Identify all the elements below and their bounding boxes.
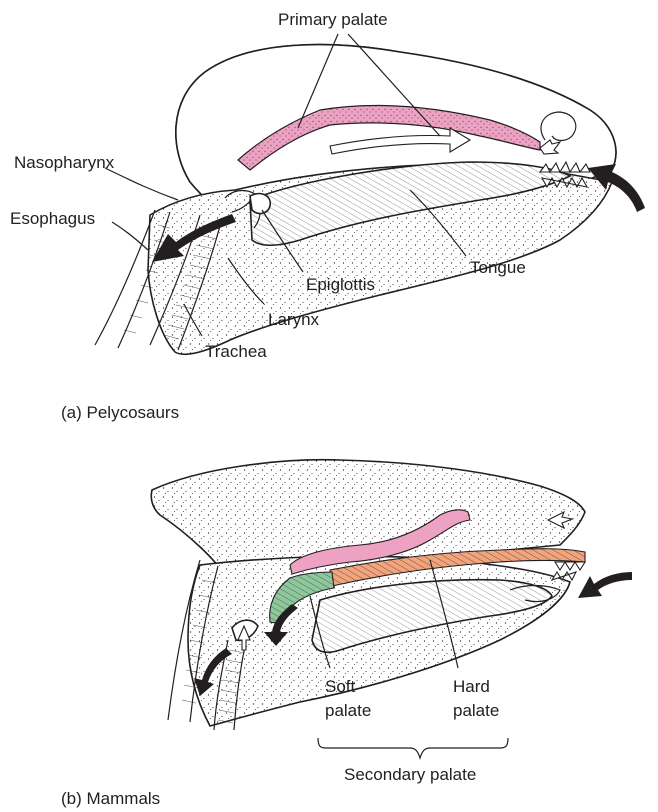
label-soft-palate-line2: palate bbox=[325, 701, 371, 720]
label-soft-palate-line1: Soft bbox=[325, 677, 356, 696]
secondary-palate-bracket bbox=[318, 738, 508, 758]
panel-a: Primary palate Nasopharynx Esophagus Epi… bbox=[10, 10, 645, 422]
caption-panel-a: (a) Pelycosaurs bbox=[61, 403, 179, 422]
label-esophagus: Esophagus bbox=[10, 209, 95, 228]
leader-nasopharynx bbox=[105, 168, 178, 200]
leader-esophagus bbox=[112, 222, 148, 250]
caption-panel-b: (b) Mammals bbox=[61, 789, 160, 808]
mammal-teeth bbox=[555, 562, 585, 570]
label-trachea: Trachea bbox=[205, 342, 267, 361]
label-secondary-palate: Secondary palate bbox=[344, 765, 476, 784]
label-epiglottis: Epiglottis bbox=[306, 275, 375, 294]
epiglottis-shape bbox=[250, 194, 270, 214]
label-primary-palate: Primary palate bbox=[278, 10, 388, 29]
label-larynx: Larynx bbox=[268, 310, 320, 329]
mammal-arrow-intake bbox=[578, 572, 632, 598]
panel-b: Soft palate Hard palate Secondary palate… bbox=[61, 460, 632, 808]
label-tongue: Tongue bbox=[470, 258, 526, 277]
label-hard-palate-line1: Hard bbox=[453, 677, 490, 696]
label-nasopharynx: Nasopharynx bbox=[14, 153, 115, 172]
label-hard-palate-line2: palate bbox=[453, 701, 499, 720]
